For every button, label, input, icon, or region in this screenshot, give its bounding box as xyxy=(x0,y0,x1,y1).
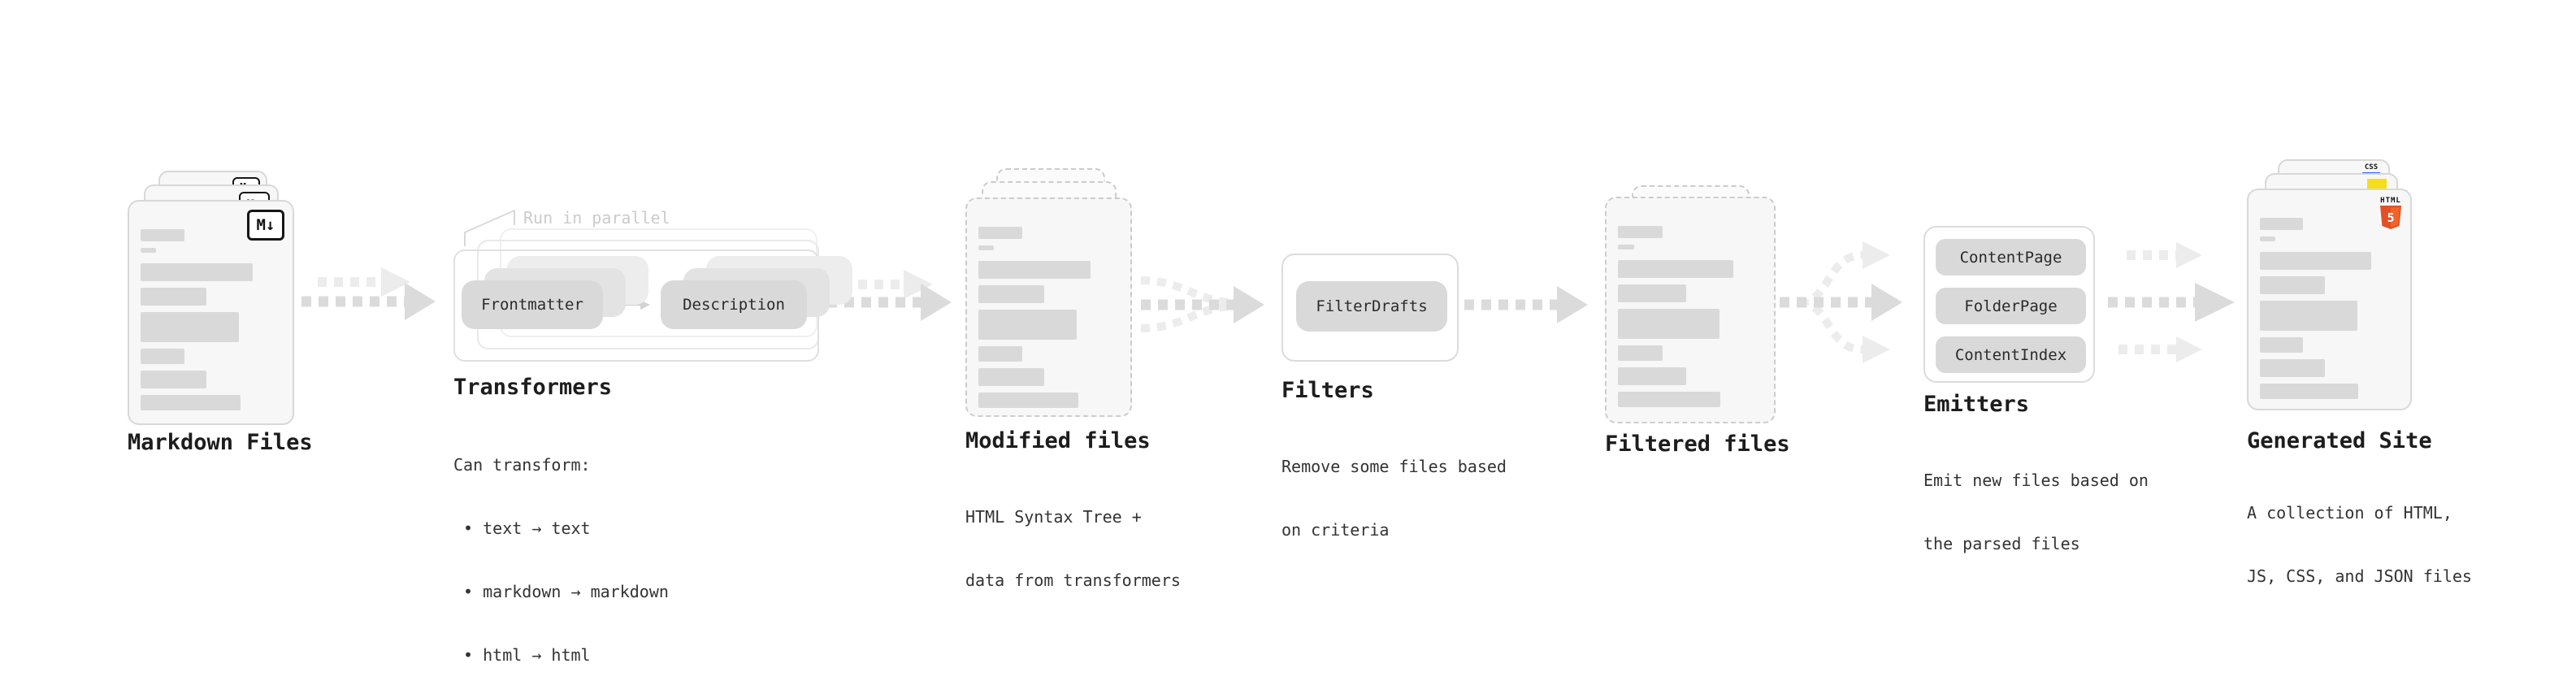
stage-title-filtered-files: Filtered files xyxy=(1605,432,1790,457)
emitter-node-contentpage: ContentPage xyxy=(1936,239,2086,275)
filters-notes: Remove some files based on criteria xyxy=(1281,414,1507,583)
stage-filters-panel: FilterDrafts xyxy=(1281,254,1459,362)
text-line-bar xyxy=(2260,384,2359,399)
arrow-emitters-to-site xyxy=(2108,242,2235,362)
text-line-bar xyxy=(978,227,1022,239)
text-line-bar xyxy=(141,288,207,306)
stage-title-transformers: Transformers xyxy=(453,375,613,400)
text-line-bar xyxy=(2260,218,2303,230)
note-line: data from transformers xyxy=(965,570,1181,590)
transformer-node-frontmatter: Frontmatter xyxy=(462,280,603,329)
markdown-icon: M↓ xyxy=(247,210,284,241)
run-in-parallel-annotation: Run in parallel xyxy=(523,208,670,228)
filter-node-filterdrafts: FilterDrafts xyxy=(1296,281,1447,332)
stage-emitters-panel: ContentPage FolderPage ContentIndex xyxy=(1923,226,2095,383)
text-line-bar xyxy=(141,349,184,364)
document-text-placeholder xyxy=(978,227,1119,408)
text-line-bar xyxy=(141,371,207,388)
text-line-bar xyxy=(1618,367,1686,385)
document-text-placeholder xyxy=(141,229,281,410)
note-line: Emit new files based on xyxy=(1923,471,2149,490)
text-line-bar xyxy=(978,310,1078,340)
text-line-bar xyxy=(1618,284,1686,302)
text-line-bar xyxy=(141,312,240,342)
note-line: • markdown → markdown xyxy=(453,582,669,601)
svg-text:5: 5 xyxy=(2387,210,2394,225)
note-line: • html → html xyxy=(453,645,591,665)
document-text-placeholder xyxy=(2260,218,2399,399)
note-line: • text → text xyxy=(453,518,591,538)
text-line-bar xyxy=(978,368,1045,386)
text-line-bar xyxy=(1618,309,1720,339)
text-line-bar xyxy=(2260,337,2303,353)
note-line: HTML Syntax Tree + xyxy=(965,507,1142,527)
text-line-bar xyxy=(2260,252,2371,270)
text-line-bar xyxy=(1618,245,1634,249)
markdown-doc-front: M↓ xyxy=(128,200,294,425)
filtered-doc-front xyxy=(1605,197,1776,423)
text-line-bar xyxy=(1618,226,1663,238)
text-line-bar xyxy=(141,395,241,410)
stage-title-modified-files: Modified files xyxy=(965,428,1151,453)
note-line: on criteria xyxy=(1281,520,1390,540)
note-line: Can transform: xyxy=(453,455,591,475)
stage-generated-site: CSS HTML 5 xyxy=(2247,159,2412,414)
modified-files-notes: HTML Syntax Tree + data from transformer… xyxy=(965,464,1181,633)
transformer-node-description: Description xyxy=(661,280,807,329)
html-doc-front: HTML 5 xyxy=(2247,189,2412,410)
stage-title-filters: Filters xyxy=(1281,378,1374,403)
text-line-bar xyxy=(1618,392,1721,407)
text-line-bar xyxy=(978,346,1022,362)
emitter-node-contentindex: ContentIndex xyxy=(1936,336,2086,373)
text-line-bar xyxy=(2260,359,2326,377)
html5-icon-label: HTML xyxy=(2380,197,2401,205)
text-line-bar xyxy=(141,263,254,281)
arrow-modified-to-filters-merge xyxy=(1140,276,1264,332)
text-line-bar xyxy=(1618,345,1663,361)
text-line-bar xyxy=(1618,260,1734,278)
text-line-bar xyxy=(978,285,1045,303)
text-line-bar xyxy=(141,248,157,253)
stage-title-markdown-files: Markdown Files xyxy=(128,430,313,455)
text-line-bar xyxy=(2260,236,2275,241)
text-line-bar xyxy=(2260,301,2357,331)
note-line: the parsed files xyxy=(1923,534,2080,553)
transformers-notes: Can transform: • text → text • markdown … xyxy=(453,412,669,681)
text-line-bar xyxy=(978,393,1078,408)
text-line-bar xyxy=(141,229,184,241)
stage-modified-files xyxy=(965,168,1132,420)
stage-title-generated-site: Generated Site xyxy=(2247,428,2432,453)
arrow-filtered-to-emitters-fanout xyxy=(1780,241,1902,363)
emitter-node-folderpage: FolderPage xyxy=(1936,288,2086,324)
text-line-bar xyxy=(2260,276,2326,294)
text-line-bar xyxy=(978,261,1091,279)
emitters-notes: Emit new files based on the parsed files xyxy=(1923,427,2149,596)
arrow-markdown-to-transformers xyxy=(301,267,436,320)
text-line-bar xyxy=(978,245,995,250)
stage-markdown-files: M↓ M↓ M↓ xyxy=(128,171,294,425)
stage-title-emitters: Emitters xyxy=(1923,392,2030,417)
note-line: A collection of HTML, xyxy=(2247,503,2452,523)
document-text-placeholder xyxy=(1618,226,1763,407)
js-file-icon xyxy=(2367,179,2387,190)
html5-icon: HTML 5 xyxy=(2379,197,2402,230)
arrow-filters-to-filtered xyxy=(1464,286,1588,323)
modified-doc-front xyxy=(965,197,1132,417)
note-line: Remove some files based xyxy=(1281,457,1507,476)
stage-transformers: Frontmatter Description xyxy=(453,203,852,366)
stage-filtered-files xyxy=(1605,185,1776,425)
html5-shield: 5 xyxy=(2380,206,2401,229)
note-line: JS, CSS, and JSON files xyxy=(2247,566,2472,586)
css-icon-label: CSS xyxy=(2364,163,2379,171)
generated-site-notes: A collection of HTML, JS, CSS, and JSON … xyxy=(2247,460,2472,629)
